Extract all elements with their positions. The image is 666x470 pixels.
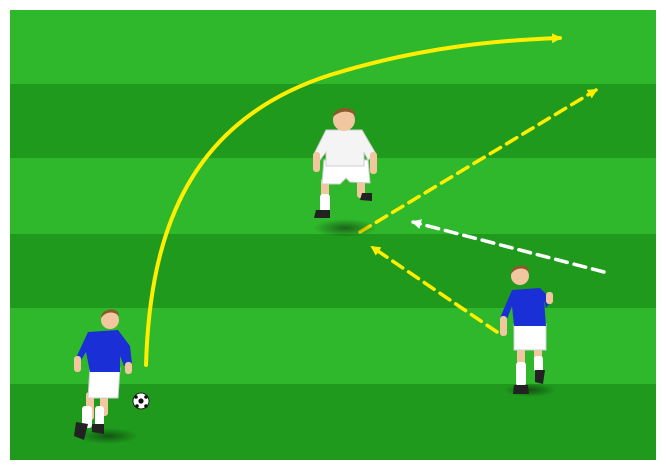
player-arm: [313, 152, 320, 172]
stripe-4: [10, 234, 656, 308]
player-boot: [360, 193, 372, 201]
player-sock: [516, 362, 526, 386]
player-sock: [95, 406, 104, 426]
player-arm: [370, 152, 377, 174]
player-sock: [534, 356, 543, 372]
player-arm: [546, 292, 553, 304]
soccer-ball: [133, 393, 149, 409]
player-boot: [513, 385, 529, 394]
player-arm: [74, 356, 81, 372]
player-boot: [314, 210, 330, 218]
player-shorts: [514, 324, 546, 350]
player-shorts: [88, 368, 120, 398]
player-arm: [125, 362, 132, 374]
player-sock: [320, 194, 330, 212]
player-shadow: [78, 428, 138, 444]
player-shadow: [504, 383, 556, 397]
player-shadow: [313, 219, 377, 237]
player-arm: [500, 316, 507, 336]
